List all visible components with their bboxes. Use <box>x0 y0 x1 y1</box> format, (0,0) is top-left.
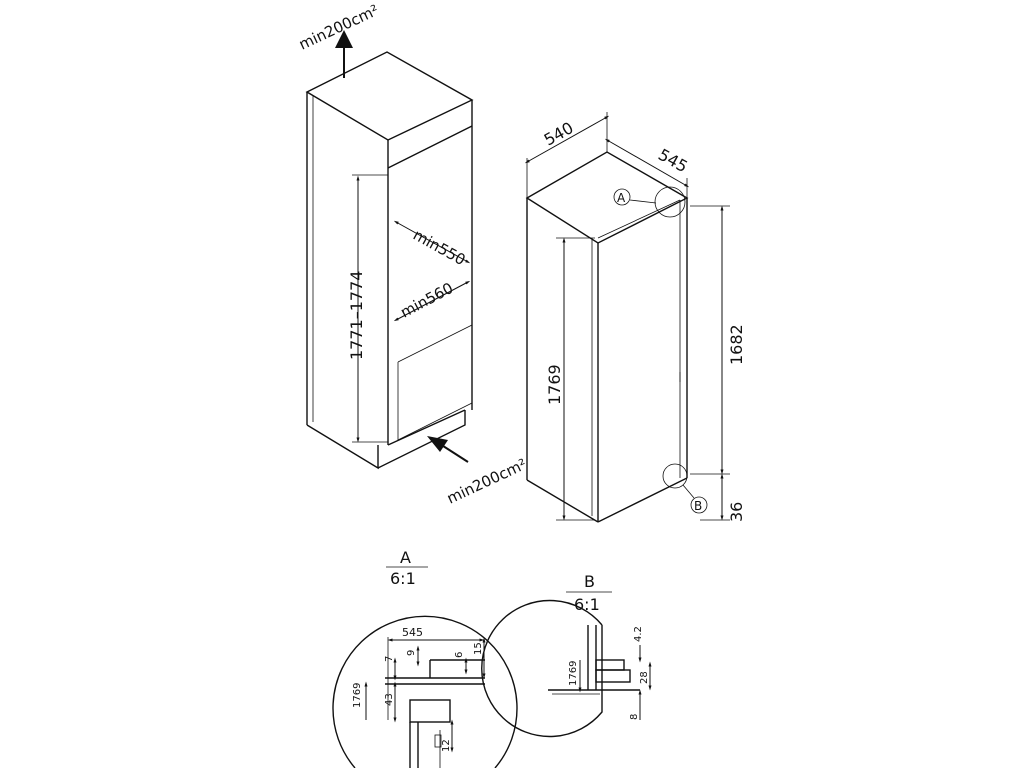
detail-a: A 6:1 545 7 9 6 15 43 1769 12 <box>332 548 518 768</box>
fridge-body <box>525 151 689 523</box>
detail-a-dim-6: 6 <box>454 652 465 658</box>
detail-b-scale: 6:1 <box>574 595 600 614</box>
detail-b-dim-28: 28 <box>639 671 650 684</box>
niche-dimensions: 1771–1774 min550 min560 <box>347 174 471 443</box>
detail-a-dim-9: 9 <box>406 650 417 656</box>
detail-a-dim-1769: 1769 <box>352 683 363 708</box>
niche-cabinet <box>305 51 474 470</box>
niche-width-label: min550 <box>410 226 469 269</box>
detail-b: B 6:1 4.2 1769 28 8 <box>481 572 652 738</box>
callout-b: B <box>662 463 708 514</box>
detail-b-dim-1769: 1769 <box>568 661 579 686</box>
callout-a: A <box>613 186 686 218</box>
detail-b-title: B <box>584 572 595 591</box>
niche-height-label: 1771–1774 <box>347 271 366 360</box>
detail-a-scale: 6:1 <box>390 569 416 588</box>
detail-b-dim-4-2: 4.2 <box>633 626 644 642</box>
bottom-offset-label: 36 <box>727 502 746 522</box>
vent-arrow-bottom: min200cm² <box>427 436 529 508</box>
detail-a-dim-43: 43 <box>384 693 395 706</box>
detail-a-dim-15: 15 <box>473 642 484 655</box>
detail-a-dim-545: 545 <box>402 626 423 639</box>
fridge-width-label: 540 <box>541 118 577 149</box>
detail-b-dim-8: 8 <box>629 714 640 720</box>
fridge-depth-label: 545 <box>655 145 691 176</box>
detail-a-dim-7: 7 <box>384 656 395 662</box>
niche-depth-label: min560 <box>397 279 456 322</box>
fridge-door-height-label: 1769 <box>545 364 564 405</box>
vent-bottom-label: min200cm² <box>444 455 529 508</box>
detail-a-title: A <box>400 548 411 567</box>
vent-arrow-top: min200cm² <box>296 1 381 78</box>
marker-a-label: A <box>617 191 626 205</box>
marker-b-label: B <box>694 499 702 513</box>
fridge-body-height-label: 1682 <box>727 324 746 365</box>
detail-a-dim-12: 12 <box>441 739 452 752</box>
fridge-dimensions: 540 545 1769 1682 36 <box>524 112 746 522</box>
